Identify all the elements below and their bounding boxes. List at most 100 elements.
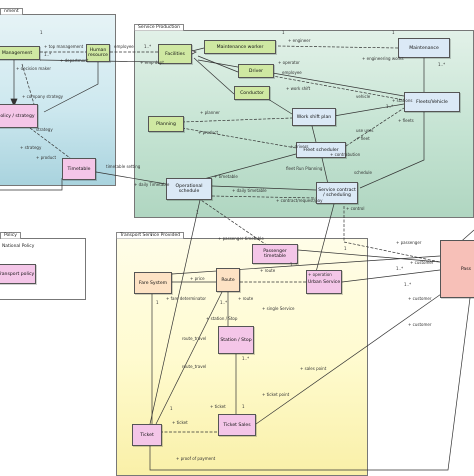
assoc-opsched-contract2 xyxy=(211,195,317,199)
label-strategy: strategy xyxy=(36,127,53,132)
assoc-ticketsales-passenger xyxy=(255,291,445,425)
assoc-opsched-scheduler xyxy=(199,153,297,181)
class-fleets-vehicle[interactable]: Fleets/Vehicle xyxy=(404,92,460,112)
assoc-planning-shift xyxy=(181,117,293,123)
assoc-driver-fleet xyxy=(261,73,405,101)
class-service-contract[interactable]: Service contract / scheduling xyxy=(316,182,358,204)
label-hr-employee: employee xyxy=(114,44,134,49)
class-urban-service[interactable]: Urban Service xyxy=(306,270,342,294)
class-driver[interactable]: Driver xyxy=(238,64,274,78)
class-passenger[interactable]: Pass xyxy=(440,240,474,298)
label-operator: + operator xyxy=(278,60,300,65)
label-route-travel: route_travel xyxy=(182,336,207,341)
label-mult-a: 1 xyxy=(344,246,347,251)
package-government xyxy=(0,14,116,186)
label-maint-mult: 1 xyxy=(392,30,395,35)
label-uses: use uses xyxy=(356,128,374,133)
label-mult-c: 1..* xyxy=(404,282,412,287)
class-policy-strategy[interactable]: policy / strategy xyxy=(0,104,38,128)
label-emp-dept: + emp dept xyxy=(140,60,164,65)
class-ticket-sales[interactable]: Ticket Sales xyxy=(218,414,256,436)
label-product2: + product xyxy=(198,130,219,135)
label-operation: + operation xyxy=(308,272,332,277)
assoc-hr-timetable xyxy=(43,62,99,113)
class-conductor[interactable]: Conductor xyxy=(234,86,270,100)
label-ticket2: + ticket xyxy=(210,404,226,409)
label-passenger: + passenger xyxy=(396,240,422,245)
label-fleet-mult: 1..* xyxy=(386,104,394,109)
label-hr-mult: 1..* xyxy=(144,44,152,49)
class-operational-schedule[interactable]: Operational schedule xyxy=(166,178,212,200)
class-timetable[interactable]: Timetable xyxy=(62,158,96,180)
label-engineer-mult: 1 xyxy=(282,30,285,35)
label-fleet-run: fleet Run Planning xyxy=(286,166,323,171)
label-mult-h: 1 xyxy=(150,232,153,237)
label-fare-determinator: + fare determinator xyxy=(166,296,207,301)
label-mult-d: 1..* xyxy=(290,262,298,267)
class-work-shift-plan[interactable]: Work shift plan xyxy=(292,108,336,126)
label-mult-f: 1 xyxy=(156,300,159,305)
label-product: + product xyxy=(36,155,57,160)
label-planner: + planner xyxy=(200,110,220,115)
label-stations: + stations xyxy=(392,98,413,103)
assoc-timetable-policy2 xyxy=(0,178,63,191)
label-single-service: + single Service xyxy=(262,306,295,311)
label-ticket-point: + ticket point xyxy=(262,392,290,397)
label-company-strategy: + company strategy xyxy=(22,94,64,99)
package-policy-title: Policy xyxy=(0,232,21,239)
assoc-opsched-contract xyxy=(211,185,317,191)
label-mult-e: 1..* xyxy=(220,300,228,305)
assoc-contract-urban xyxy=(315,203,335,273)
label-daily-timetable: + daily Timetable xyxy=(134,182,170,187)
label-vehicle: vehicle xyxy=(356,94,371,99)
assoc-opsched-passtimetable xyxy=(197,197,269,247)
class-facilities[interactable]: Facilities xyxy=(158,44,192,64)
assoc-urban-passenger xyxy=(341,269,441,283)
label-customer: + customer xyxy=(410,260,434,265)
label-contrabution: + contrabution xyxy=(330,152,361,157)
assoc-scheduler-fleet xyxy=(345,107,405,147)
label-mult-i: 1..* xyxy=(242,356,250,361)
label-proof-payment: + proof of payment xyxy=(176,456,216,461)
class-management[interactable]: Management xyxy=(0,46,40,60)
package-transport-service-title: Transport Service Provided xyxy=(116,232,185,239)
class-transport-policy[interactable]: Transport policy xyxy=(0,264,36,284)
label-station-stop: + station / Stop xyxy=(206,316,238,321)
label-mgmt-mult: 1..* xyxy=(44,52,52,57)
label-timetable: + timetable xyxy=(214,174,238,179)
class-fare-system[interactable]: Fare System xyxy=(134,272,172,294)
label-mult-j: 1 xyxy=(196,210,199,215)
class-maintenance-worker[interactable]: Maintenance worker xyxy=(204,40,276,54)
class-ticket[interactable]: Ticket xyxy=(132,424,162,446)
class-human-resource[interactable]: Human resource xyxy=(86,44,110,62)
assoc-passtimetable-passenger xyxy=(297,249,441,263)
assoc-fleet-contract xyxy=(359,112,425,189)
assoc-shift-fleet xyxy=(333,103,405,117)
package-service-production-title: Service Production xyxy=(134,24,185,31)
label-tl-mult: 1 xyxy=(40,30,43,35)
label-schedule: schedule xyxy=(354,170,372,175)
class-fleet-scheduler[interactable]: Fleet scheduler xyxy=(296,142,346,158)
assoc-scheduler-contract xyxy=(321,157,329,185)
label-ticket: + ticket xyxy=(172,420,188,425)
class-route[interactable]: Route xyxy=(216,268,240,292)
label-engineer: + engineer xyxy=(288,38,311,43)
label-contract-request: + contract/request/pay xyxy=(276,198,323,203)
class-maintenance[interactable]: Maintenance xyxy=(398,38,450,58)
label-maint-mult2: 1..* xyxy=(438,62,446,67)
label-customer3: + customer xyxy=(408,322,432,327)
class-passenger-timetable[interactable]: Passenger timetable xyxy=(252,244,298,264)
label-employee: employee xyxy=(282,70,302,75)
label-mgmt-role: + top management xyxy=(44,44,84,49)
label-customer2: + customer xyxy=(408,296,432,301)
label-drivers: + drivers xyxy=(290,144,309,149)
assoc-route-ticket xyxy=(155,291,223,425)
label-work-shift: + work shift xyxy=(286,86,311,91)
assoc-mgmt-strategy xyxy=(21,63,35,105)
class-station-stop[interactable]: Station / Stop xyxy=(218,326,254,354)
class-planning[interactable]: Planning xyxy=(148,116,184,132)
label-strategy-plus: + strategy xyxy=(20,145,42,150)
gen-conductor-facilities xyxy=(193,57,235,95)
